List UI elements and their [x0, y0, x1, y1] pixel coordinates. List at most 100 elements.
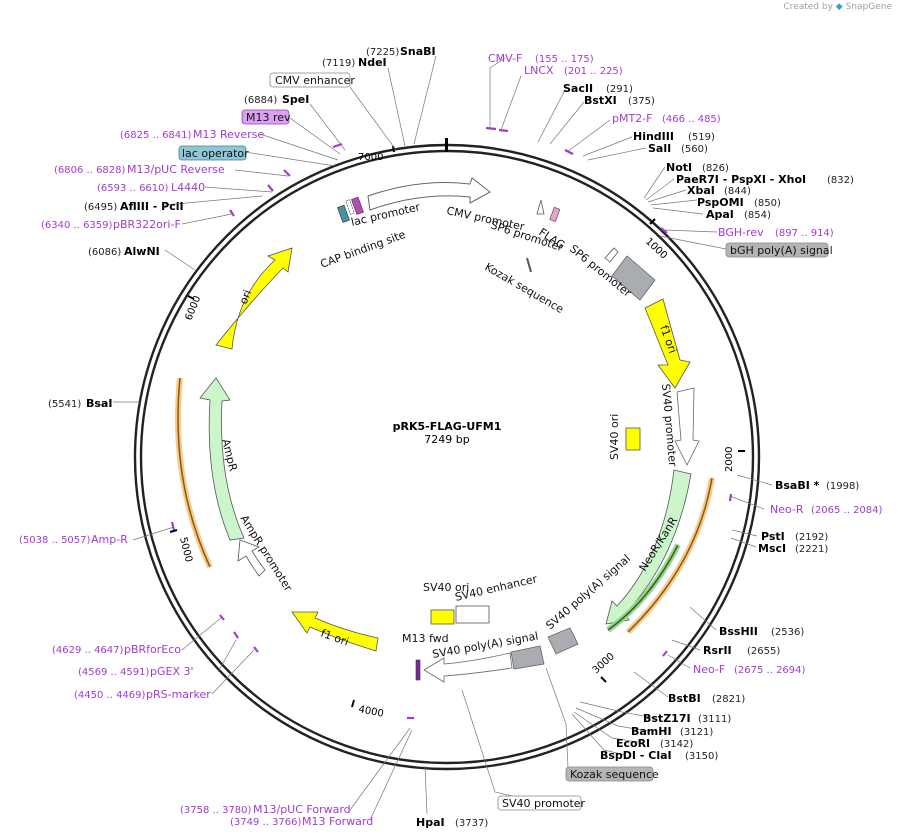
enzyme-name-bstz17i: BstZ17I	[643, 712, 691, 725]
label-sv40-enhancer: SV40 enhancer	[454, 572, 539, 604]
tick-6000	[187, 295, 195, 300]
neor-orf-line-inner	[607, 544, 679, 631]
leader-kozak	[545, 667, 569, 769]
lac-promoter-feature	[345, 199, 355, 215]
primer-mark-ampr	[170, 521, 176, 531]
boxlabel-sv40-promoter: SV40 promoter	[502, 797, 586, 810]
m13-rev-feature	[351, 196, 364, 215]
leader-xbai	[647, 189, 687, 203]
primer-name-cmvf: CMV-F	[488, 52, 522, 65]
label-sv40-promoter-right: SV40 promoter	[659, 383, 679, 467]
primer-range-l4440: (6593 .. 6610)	[97, 183, 169, 194]
leader-rsrii	[671, 639, 701, 651]
credit-brand: SnapGene	[845, 2, 892, 12]
primer-name-neor: Neo-R	[770, 503, 804, 516]
enzyme-name-hpai: HpaI	[416, 816, 445, 829]
tick-1000	[649, 218, 656, 225]
primer-name-bghrev: BGH-rev	[718, 226, 764, 239]
leader-bgh-rev	[664, 229, 718, 233]
tick-label-2000: 2000	[724, 447, 735, 472]
leader-hindiii	[582, 136, 633, 157]
primer-mark-neor	[728, 493, 733, 502]
primer-range-neor: (2065 .. 2084)	[811, 505, 883, 516]
primer-name-neof: Neo-F	[693, 663, 725, 676]
cmv-promoter-arrow	[367, 177, 491, 211]
enzyme-pos-hpai: (3737)	[455, 818, 488, 829]
leader-spei	[309, 103, 346, 151]
primer-name-pmt2f: pMT2-F	[612, 112, 653, 125]
enzyme-name-spei: SpeI	[282, 93, 309, 106]
snapgene-credit: Created by ◆ SnapGene	[783, 2, 892, 12]
enzyme-name-afliii: AflIII - PciI	[120, 200, 184, 213]
label-m13-fwd: M13 fwd	[402, 632, 449, 645]
enzyme-name-rsrii: RsrII	[703, 644, 732, 657]
box-m13-rev	[241, 109, 290, 125]
leader-pmt2	[566, 119, 611, 153]
enzyme-pos-bsai: (5541)	[48, 399, 81, 410]
tick-7000	[392, 145, 395, 153]
boxlabel-kozak: Kozak sequence	[570, 768, 659, 781]
leader-m13rev	[289, 117, 341, 155]
sp6-promoter-feature-2	[604, 247, 619, 263]
snapgene-logo-icon: ◆	[835, 2, 843, 12]
sv40-polya-block-right	[547, 627, 579, 655]
enzyme-pos-msci: (2221)	[795, 544, 828, 555]
leader-bstbi	[633, 671, 669, 698]
enzyme-pos-noti: (826)	[702, 163, 729, 174]
primer-range-m13-reverse: (6825 .. 6841)	[120, 130, 192, 141]
tick-label-4000: 4000	[357, 704, 384, 720]
leader-snabi	[413, 55, 437, 145]
leader-apai	[652, 207, 704, 215]
enzyme-pos-bsabi: (1998)	[826, 481, 859, 492]
label-sv40-ori-inner: SV40 ori	[608, 414, 621, 460]
enzyme-pos-bstxi: (375)	[628, 96, 655, 107]
tick-label-5000: 5000	[177, 536, 194, 563]
enzyme-pos-pspomi: (850)	[754, 198, 781, 209]
enzyme-name-bsshii: BssHII	[719, 625, 758, 638]
enzyme-name-bstxi: BstXI	[584, 94, 617, 107]
primer-name-m13-reverse: M13 Reverse	[193, 128, 264, 141]
enzyme-name-hindiii: HindIII	[633, 130, 674, 143]
leader-bsabi	[736, 474, 773, 486]
enzyme-pos-afliii: (6495)	[84, 202, 117, 213]
enzyme-pos-alwni: (6086)	[88, 247, 121, 258]
leader-neof	[667, 654, 691, 669]
enzyme-pos-bsshii: (2536)	[771, 627, 804, 638]
primer-range-bghrev: (897 .. 914)	[775, 228, 834, 239]
boxlabel-bgh-polya: bGH poly(A) signal	[730, 244, 833, 257]
leader-cmv-enhancer	[349, 86, 397, 151]
enzyme-name-paer7i: PaeR7I - PspXI - XhoI	[676, 173, 806, 186]
primer-mark-m13-rev	[332, 142, 343, 149]
enzyme-name-apai: ApaI	[706, 208, 734, 221]
primer-range-m13puc-fwd: (3758 .. 3780)	[180, 805, 252, 816]
box-cmv-enhancer	[269, 72, 351, 88]
ampr-feature	[199, 377, 245, 541]
enzyme-name-noti: NotI	[666, 161, 692, 174]
enzyme-pos-bstbi: (2821)	[712, 694, 745, 705]
leader-m13puc-rev	[234, 169, 289, 177]
leader-sacii	[537, 89, 566, 143]
box-sv40-promoter	[497, 795, 582, 811]
sv40-enhancer-feature	[455, 605, 490, 624]
primer-range-lncx: (201 .. 225)	[564, 66, 623, 77]
box-bgh-polya	[725, 242, 829, 258]
enzyme-name-alwni: AlwNI	[124, 245, 160, 258]
primer-mark-l4440	[267, 184, 274, 192]
enzyme-pos-ndei: (7119)	[322, 58, 355, 69]
f1-ori-right-feature	[644, 298, 691, 389]
leader-ampr-primer	[132, 526, 175, 541]
primer-mark-m13puc-rev	[283, 169, 291, 177]
primer-mark-pmt2	[564, 149, 574, 155]
leader-cmvf	[489, 57, 506, 128]
leader-lncx	[500, 75, 522, 131]
enzyme-name-ecori: EcoRI	[616, 737, 650, 750]
leader-aflIII	[164, 195, 263, 206]
box-kozak	[565, 766, 654, 782]
box-lac-operator	[178, 145, 247, 161]
primer-range-pgex: (4569 .. 4591)	[78, 667, 150, 678]
leader-noti	[643, 166, 666, 199]
leader-lacop	[244, 151, 336, 167]
primer-mark-cmvf	[485, 126, 497, 131]
enzyme-name-xbai: XbaI	[687, 184, 715, 197]
